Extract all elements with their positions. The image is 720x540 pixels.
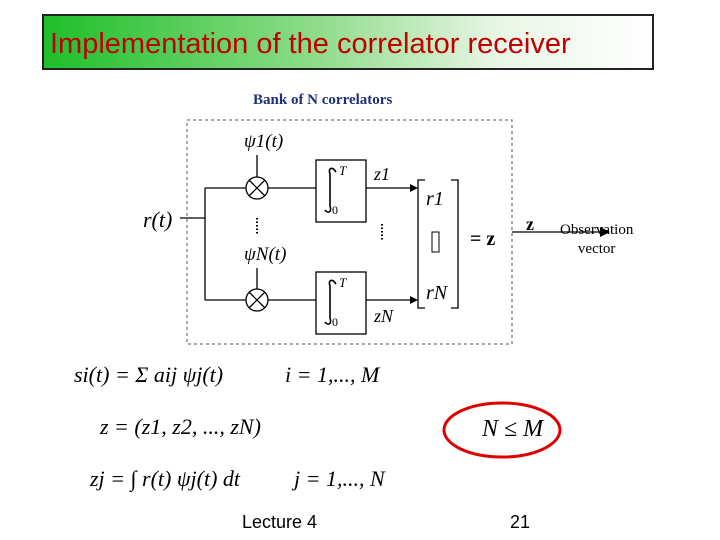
footer-page-number: 21 [510,512,531,532]
vector-bottom-entry: rN [426,282,448,304]
int-bottom-upper: T [339,275,347,290]
eq-correlation: zj = ∫ r(t) ψj(t) dt [90,466,241,491]
int-top-lower: 0 [332,203,338,217]
observation-line1: Observation [560,222,634,238]
output-arrow-head [600,227,610,237]
eq-signal: si(t) = Σ aij ψj(t) [74,362,224,387]
basis-bottom-label: ψN(t) [244,244,287,265]
integral-sign-top [324,167,337,213]
condition-ellipse [442,401,562,459]
integrator-top [315,159,367,223]
bank-dashed-box [186,119,513,345]
basis-top-label: ψ1(t) [244,131,284,152]
vector-top-entry: r1 [426,188,444,210]
int-bottom-lower: 0 [332,315,338,329]
input-label: r(t) [143,207,173,232]
condition-text: N ≤ M [482,416,544,442]
integral-sign-bottom [324,279,337,325]
eq-signal-range: i = 1,..., M [285,362,380,387]
output-bottom-label: zN [374,306,394,326]
arrow-head-top [410,184,418,192]
title-banner: Implementation of the correlator receive… [42,14,654,70]
integrator-bottom [315,271,367,335]
bracket-right [451,179,459,309]
bracket-left [417,179,425,309]
multiplier-top [245,176,269,200]
eq-vector: z = (z1, z2, ..., zN) [100,414,261,439]
int-top-upper: T [339,163,347,178]
slide-title: Implementation of the correlator receive… [50,28,571,60]
arrow-head-bottom [410,296,418,304]
output-top-label: z1 [374,164,391,184]
footer-lecture: Lecture 4 [242,512,318,532]
observation-vector-label: Observation vector [560,221,633,259]
observation-line2: vector [577,241,616,257]
eq-corr-range: j = 1,..., N [294,466,385,491]
arrow-z-label: z [526,214,534,234]
vector-middle-glyph [431,231,440,253]
multiplier-bottom [245,288,269,312]
vector-equals-z: = z [470,228,496,250]
bank-label: Bank of N correlators [253,92,393,108]
